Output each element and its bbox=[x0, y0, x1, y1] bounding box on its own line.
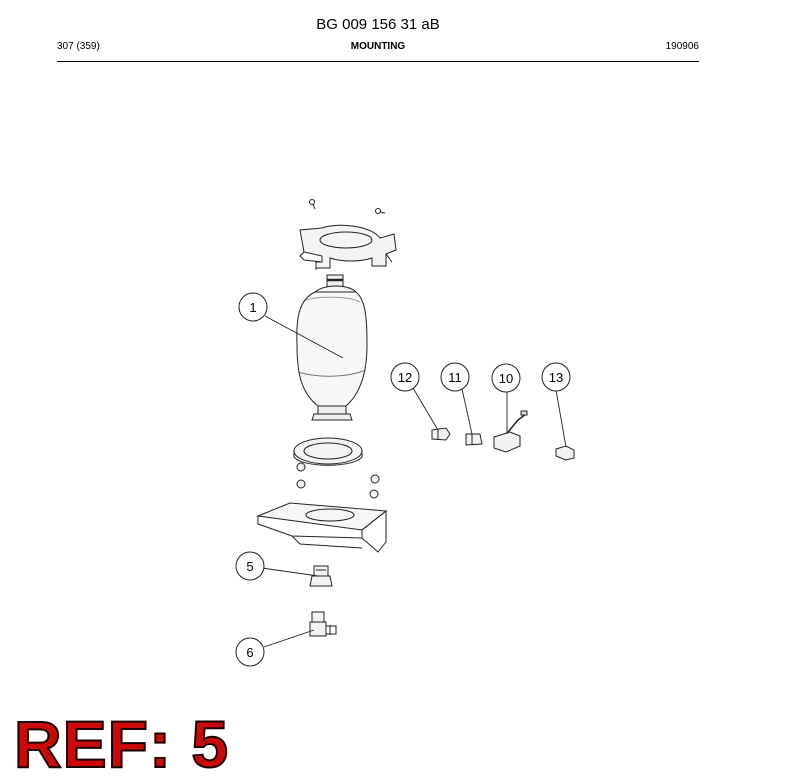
callout-label: 11 bbox=[448, 370, 462, 385]
section-title: MOUNTING bbox=[350, 41, 406, 52]
callout-12: 12 bbox=[390, 362, 420, 392]
callout-5: 5 bbox=[235, 551, 265, 581]
callout-11: 11 bbox=[440, 362, 470, 392]
callout-label: 6 bbox=[246, 645, 253, 660]
callout-10: 10 bbox=[491, 363, 521, 393]
clamp-bracket bbox=[299, 224, 397, 270]
document-number: BG 009 156 31 aB bbox=[316, 16, 440, 33]
callout-label: 5 bbox=[246, 559, 253, 574]
callout-label: 1 bbox=[249, 300, 256, 315]
mounting-plate bbox=[256, 502, 388, 553]
callout-1: 1 bbox=[238, 292, 268, 322]
elbow-fitting-13 bbox=[555, 445, 575, 461]
page-number: 307 (359) bbox=[57, 41, 100, 52]
callout-label: 13 bbox=[549, 370, 563, 385]
callout-label: 12 bbox=[398, 370, 412, 385]
seal-ring bbox=[293, 437, 363, 466]
header-rule bbox=[57, 61, 699, 62]
screw-top-left bbox=[309, 199, 316, 210]
elbow-fitting bbox=[309, 611, 337, 637]
straight-fitting bbox=[309, 565, 333, 587]
ref-label: REF: 5 bbox=[13, 707, 230, 781]
screw-top-right bbox=[375, 208, 386, 214]
leader-lines bbox=[261, 315, 567, 648]
date-code: 190906 bbox=[665, 41, 699, 52]
accumulator bbox=[296, 274, 368, 421]
screw-set-left bbox=[296, 462, 306, 489]
callout-13: 13 bbox=[541, 362, 571, 392]
fitting-12 bbox=[431, 427, 451, 441]
screw-set-right bbox=[369, 474, 380, 499]
callout-6: 6 bbox=[235, 637, 265, 667]
callout-label: 10 bbox=[499, 371, 513, 386]
ball-valve-10 bbox=[493, 410, 528, 453]
fitting-11 bbox=[465, 433, 483, 446]
